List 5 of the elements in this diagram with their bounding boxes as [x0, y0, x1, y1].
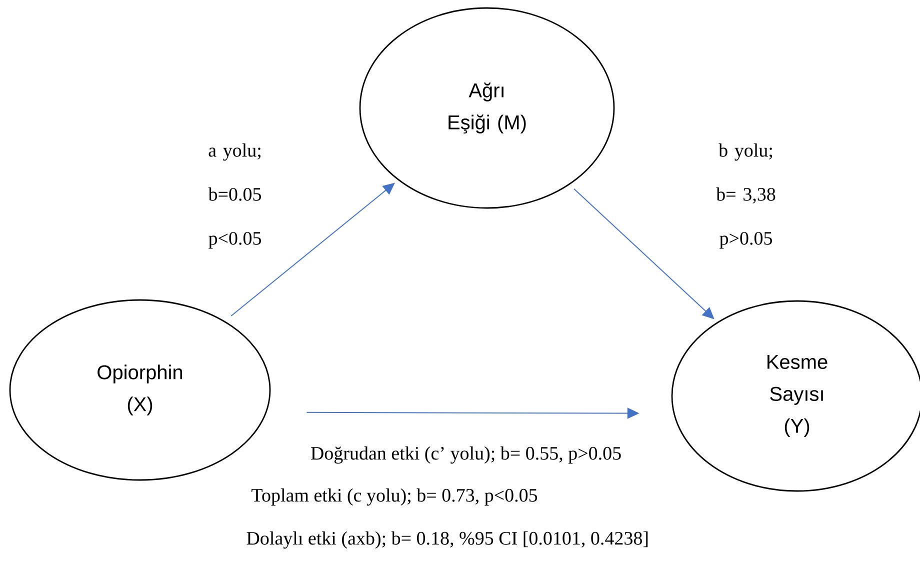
effect-note: Toplam etki (c yolu); b= 0.73, p<0.05 — [252, 488, 538, 506]
effect-note: Dolaylı etki (axb); b= 0.18, %95 CI [0.0101, 0.4238] — [246, 531, 648, 549]
edge-label: a yolu; b=0.05 p<0.05 — [208, 143, 261, 249]
edge-label: Doğrudan etki (c’ yolu); b= 0.55, p>0.05 — [311, 446, 621, 464]
edge-label: b yolu; b= 3,38 p>0.05 — [716, 143, 776, 249]
